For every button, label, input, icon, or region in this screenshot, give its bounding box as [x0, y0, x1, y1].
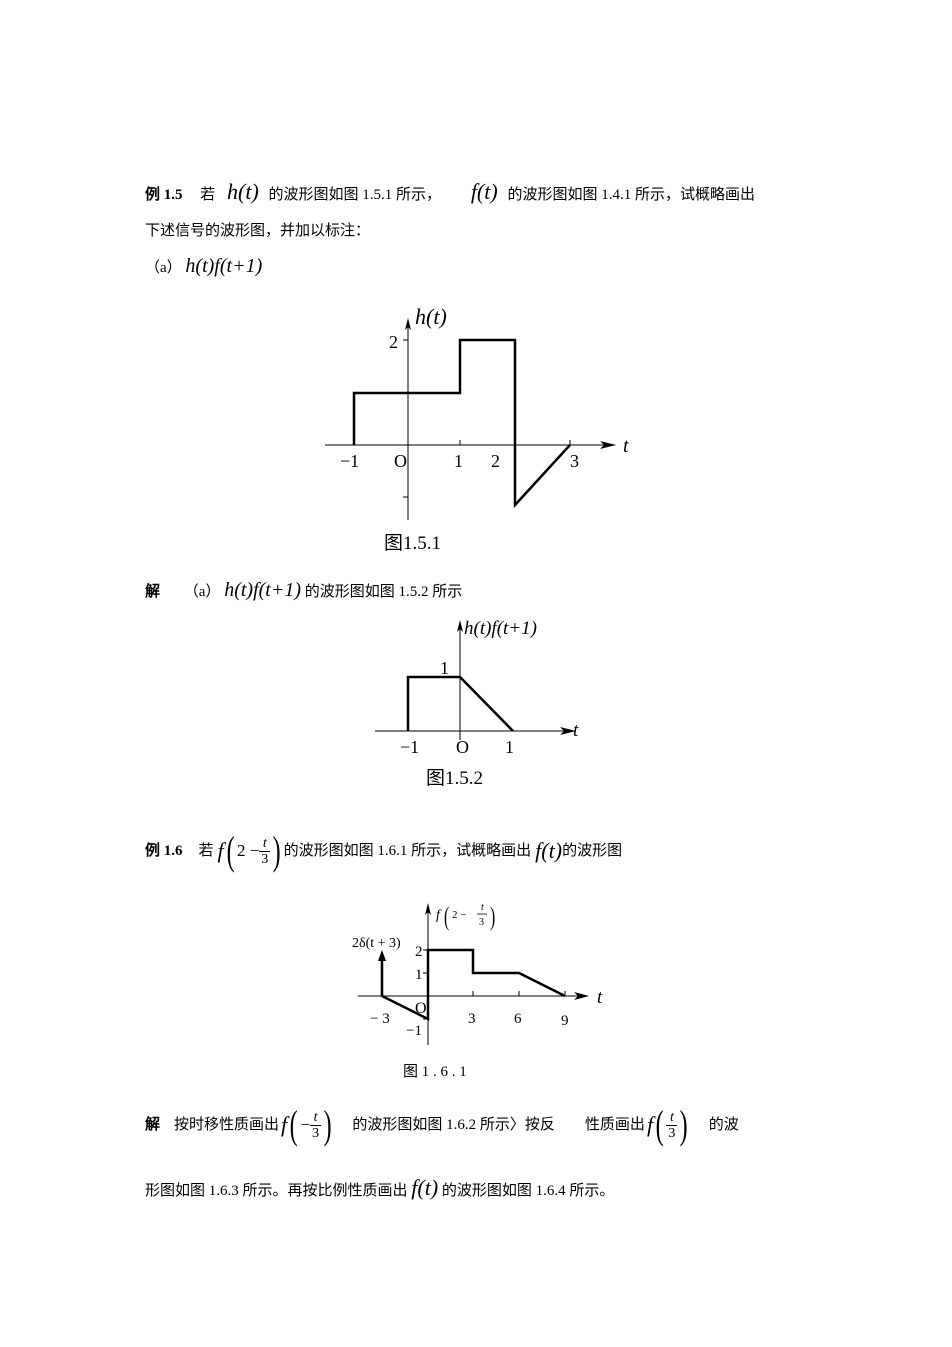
- x-tick-label-neg3: − 3: [370, 1011, 390, 1027]
- figure-1-6-1: f ( 2 − t 3 ) 2δ(t + 3) t 2 1 −1 O − 3 3…: [352, 902, 603, 1080]
- sol16-minus: −: [300, 1115, 311, 1134]
- ex15-line1: 例 1.5 若 h(t) 的波形图如图 1.5.1 所示， f(t) 的波形图如…: [145, 179, 755, 205]
- sol15-item: （a）: [183, 584, 221, 600]
- x-tick-label-1: 1: [505, 737, 514, 757]
- x-tick-label-9: 9: [561, 1013, 569, 1029]
- sol16-f1: f: [281, 1112, 288, 1137]
- waveform-product: [406, 675, 514, 732]
- y-tick-label-neg1: −1: [406, 1023, 422, 1039]
- ex16-f: f: [217, 838, 224, 863]
- sol15-expr: h(t)f(t+1): [224, 579, 301, 601]
- y-axis-label-den: 3: [479, 917, 484, 928]
- x-axis-arrow: [574, 992, 589, 1000]
- sol15-line: 解 （a） h(t)f(t+1) 的波形图如图 1.5.2 所示: [145, 580, 462, 602]
- x-tick-label-6: 6: [514, 1011, 522, 1027]
- y-axis-arrow: [425, 903, 431, 915]
- ex15-item-a: （a） h(t)f(t+1): [145, 256, 262, 278]
- sol16-rparen1: ): [323, 1102, 332, 1147]
- y-axis-label: h(t)f(t+1): [464, 618, 537, 639]
- y-axis-arrow: [457, 620, 463, 632]
- x-tick-label-origin: O: [456, 737, 469, 757]
- ex16-ruo: 若: [198, 843, 214, 859]
- sol16-text1: 按时移性质画出: [174, 1117, 280, 1133]
- sol16-text4: 的波: [708, 1117, 739, 1133]
- x-axis-label: t: [623, 435, 629, 457]
- ex15-ruo: 若: [200, 187, 216, 203]
- sol16-num2: t: [666, 1110, 678, 1126]
- y-tick-label-2: 2: [415, 944, 423, 960]
- sol16-rparen2: ): [680, 1102, 689, 1147]
- sol16-line2b: 的波形图如图 1.6.4 所示。: [441, 1183, 615, 1199]
- ex15-label: 例 1.5: [145, 187, 183, 203]
- sol16-line2: 形图如图 1.6.3 所示。再按比例性质画出 f(t) 的波形图如图 1.6.4…: [145, 1175, 615, 1201]
- y-axis-label-num: t: [481, 902, 484, 913]
- ex16-frac-num: t: [259, 836, 271, 852]
- y-axis-label-lparen: (: [444, 902, 449, 931]
- ex16-frac-den: 3: [261, 851, 269, 867]
- sol16-den2: 3: [668, 1125, 676, 1141]
- sol16-text3: 性质画出: [584, 1117, 645, 1133]
- y-tick-label-2: 2: [389, 332, 398, 352]
- sol16-lparen1: (: [289, 1102, 298, 1147]
- sol16-line2a: 形图如图 1.6.3 所示。再按比例性质画出: [145, 1183, 408, 1199]
- sol16-f2: f: [646, 1112, 654, 1137]
- figure-caption: 图 1 . 6 . 1: [403, 1063, 467, 1080]
- x-axis-arrow: [600, 441, 616, 449]
- sol16-num1: t: [310, 1110, 322, 1126]
- ex16-f-of-t: f(t): [535, 838, 563, 863]
- sol15-text: 的波形图如图 1.5.2 所示: [304, 584, 463, 600]
- y-axis-arrow: [405, 318, 411, 330]
- ex15-text1: 的波形图如图 1.5.1 所示，: [268, 187, 442, 203]
- figure-1-5-1: h(t) t 2 −1 O 1 2 3 图1.5.1: [325, 304, 629, 554]
- x-axis-arrow: [560, 727, 576, 735]
- y-axis-label-f: f: [436, 908, 442, 923]
- impulse-label: 2δ(t + 3): [352, 936, 401, 951]
- ex16-fraction: t 3: [259, 836, 271, 867]
- sol16-fraction2: t 3: [666, 1110, 678, 1141]
- figure-caption: 图1.5.1: [384, 533, 441, 554]
- figure-1-5-2: h(t)f(t+1) t 1 −1 O 1 图1.5.2: [375, 618, 579, 789]
- sol16-label: 解: [145, 1117, 161, 1133]
- figure-caption: 图1.5.2: [426, 768, 483, 789]
- waveform-h: [352, 338, 571, 509]
- x-tick-label-1: 1: [454, 451, 463, 471]
- waveform-f-shifted: [381, 948, 566, 1022]
- x-tick-label-2: 2: [491, 451, 500, 471]
- ex15-line2: 下述信号的波形图，并加以标注：: [145, 223, 371, 239]
- ex15-h-of-t: h(t): [227, 179, 259, 204]
- sol16-den1: 3: [312, 1125, 320, 1141]
- ex15-item-a-label: （a）: [145, 260, 182, 276]
- sol15-label: 解: [145, 584, 161, 600]
- sol16-lparen2: (: [655, 1102, 664, 1147]
- ex16-rparen: ): [272, 828, 281, 873]
- ex16-text1: 的波形图如图 1.6.1 所示，试概略画出: [283, 843, 532, 859]
- sol16-fraction1: t 3: [310, 1110, 322, 1141]
- x-tick-label-3: 3: [570, 451, 579, 471]
- x-tick-label-neg1: −1: [340, 451, 359, 471]
- ex15-text2: 的波形图如图 1.4.1 所示，试概略画出: [507, 187, 755, 203]
- y-axis-label-rparen: ): [490, 902, 495, 931]
- ex16-line: 例 1.6 若 f ( 2 − t 3 ) 的波形图如图 1.6.1 所示，试概…: [145, 826, 622, 876]
- y-axis-label: h(t): [415, 304, 447, 329]
- ex15-f-of-t: f(t): [470, 179, 498, 204]
- x-tick-label-neg1: −1: [400, 737, 419, 757]
- ex16-expr-pre: 2 −: [236, 841, 260, 860]
- x-tick-label-3: 3: [468, 1011, 476, 1027]
- sol16-text2: 的波形图如图 1.6.2 所示〉按反: [352, 1117, 555, 1133]
- y-axis-label-inner: 2 −: [452, 909, 466, 921]
- sol16-line1: 解 按时移性质画出 f ( − t 3 ) 的波形图如图 1.6.2 所示〉按反…: [145, 1100, 739, 1150]
- ex15-item-a-expr: h(t)f(t+1): [185, 255, 263, 277]
- ex16-label: 例 1.6: [145, 843, 183, 859]
- sol16-line2-ft: f(t): [411, 1175, 439, 1200]
- x-axis-label: t: [597, 987, 603, 1008]
- y-tick-label-1: 1: [415, 967, 423, 983]
- y-tick-label-1: 1: [440, 658, 449, 678]
- x-axis-label: t: [573, 720, 579, 741]
- origin-label: O: [415, 1000, 427, 1017]
- ex16-text2: 的波形图: [562, 843, 623, 859]
- impulse-arrow: [378, 950, 386, 961]
- x-tick-label-origin: O: [394, 451, 407, 471]
- ex16-lparen: (: [226, 828, 235, 873]
